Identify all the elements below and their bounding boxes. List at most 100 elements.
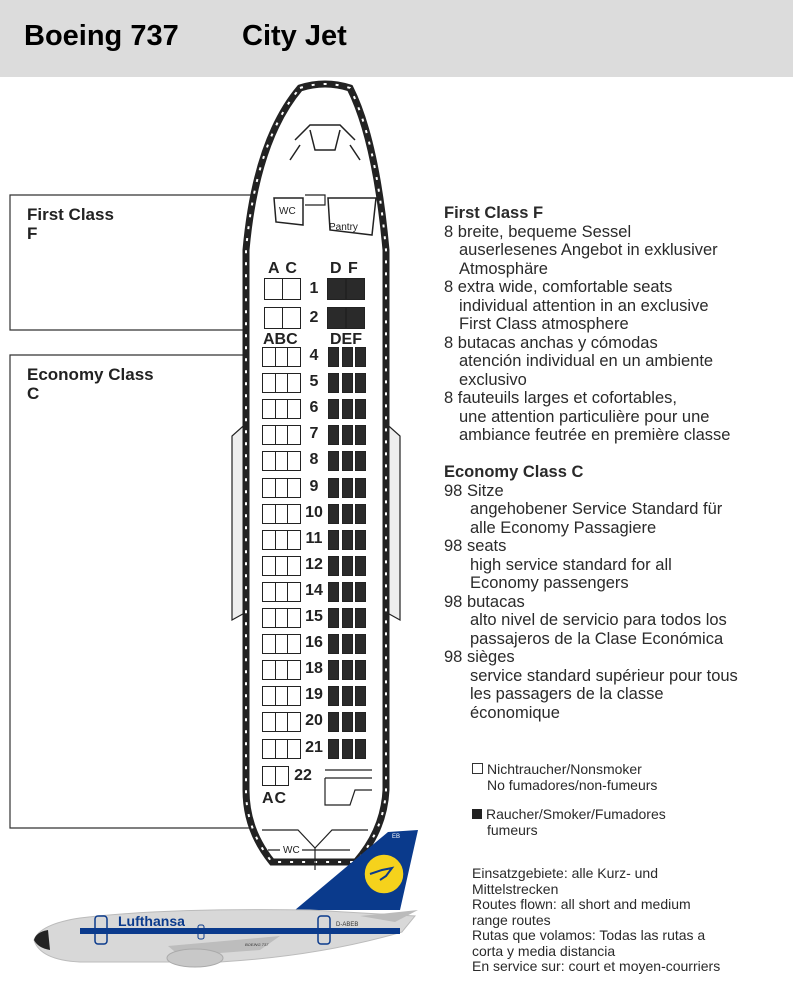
seat-6A[interactable]: [262, 399, 276, 420]
seat-11E[interactable]: [341, 529, 353, 550]
seat-4E[interactable]: [341, 347, 353, 367]
seat-6D[interactable]: [328, 399, 339, 420]
seat-6E[interactable]: [341, 399, 353, 420]
seat-18C[interactable]: [287, 660, 301, 681]
seat-22A[interactable]: [262, 766, 276, 786]
seat-18D[interactable]: [328, 660, 339, 681]
seat-20F[interactable]: [355, 712, 366, 733]
seat-10A[interactable]: [262, 503, 276, 524]
seat-12F[interactable]: [355, 555, 366, 576]
seat-16A[interactable]: [262, 634, 276, 655]
seat-1D[interactable]: [327, 278, 346, 300]
seat-11D[interactable]: [328, 529, 339, 550]
seat-12E[interactable]: [341, 555, 353, 576]
seat-5A[interactable]: [262, 373, 276, 394]
seat-4C[interactable]: [287, 347, 301, 367]
seat-6B[interactable]: [274, 399, 288, 420]
seat-15B[interactable]: [274, 608, 288, 628]
seat-10B[interactable]: [274, 503, 288, 524]
seat-16D[interactable]: [328, 634, 339, 655]
seat-10C[interactable]: [287, 503, 301, 524]
seat-7E[interactable]: [341, 425, 353, 446]
seat-12A[interactable]: [262, 555, 276, 576]
seat-8C[interactable]: [287, 451, 301, 472]
seat-16F[interactable]: [355, 634, 366, 655]
seat-4D[interactable]: [328, 347, 339, 367]
seat-5C[interactable]: [287, 373, 301, 394]
seat-19E[interactable]: [341, 686, 353, 707]
seat-2A[interactable]: [264, 307, 283, 329]
seat-7C[interactable]: [287, 425, 301, 446]
seat-7A[interactable]: [262, 425, 276, 446]
seat-11A[interactable]: [262, 529, 276, 550]
seat-8E[interactable]: [341, 451, 353, 472]
seat-10F[interactable]: [355, 503, 366, 524]
seat-19A[interactable]: [262, 686, 276, 707]
seat-4B[interactable]: [274, 347, 288, 367]
seat-6C[interactable]: [287, 399, 301, 420]
seat-22C[interactable]: [275, 766, 289, 786]
seat-8D[interactable]: [328, 451, 339, 472]
seat-1C[interactable]: [282, 278, 301, 300]
seat-1F[interactable]: [346, 278, 365, 300]
seat-21B[interactable]: [274, 738, 288, 759]
seat-20D[interactable]: [328, 712, 339, 733]
seat-10E[interactable]: [341, 503, 353, 524]
seat-19C[interactable]: [287, 686, 301, 707]
seat-14C[interactable]: [287, 581, 301, 602]
seat-5B[interactable]: [274, 373, 288, 394]
seat-20E[interactable]: [341, 712, 353, 733]
seat-18A[interactable]: [262, 660, 276, 681]
seat-19F[interactable]: [355, 686, 366, 707]
seat-7B[interactable]: [274, 425, 288, 446]
seat-15F[interactable]: [355, 608, 366, 628]
seat-12B[interactable]: [274, 555, 288, 576]
seat-1A[interactable]: [264, 278, 283, 300]
seat-16B[interactable]: [274, 634, 288, 655]
seat-21F[interactable]: [355, 738, 366, 759]
seat-16E[interactable]: [341, 634, 353, 655]
seat-20A[interactable]: [262, 712, 276, 733]
seat-15C[interactable]: [287, 608, 301, 628]
seat-19D[interactable]: [328, 686, 339, 707]
seat-9C[interactable]: [287, 477, 301, 498]
seat-9D[interactable]: [328, 477, 339, 498]
seat-18F[interactable]: [355, 660, 366, 681]
seat-2C[interactable]: [282, 307, 301, 329]
seat-9F[interactable]: [355, 477, 366, 498]
seat-4F[interactable]: [355, 347, 366, 367]
seat-7F[interactable]: [355, 425, 366, 446]
seat-18B[interactable]: [274, 660, 288, 681]
seat-20C[interactable]: [287, 712, 301, 733]
seat-21C[interactable]: [287, 738, 301, 759]
seat-20B[interactable]: [274, 712, 288, 733]
seat-5D[interactable]: [328, 373, 339, 394]
seat-18E[interactable]: [341, 660, 353, 681]
seat-8A[interactable]: [262, 451, 276, 472]
seat-6F[interactable]: [355, 399, 366, 420]
seat-15E[interactable]: [341, 608, 353, 628]
seat-8F[interactable]: [355, 451, 366, 472]
seat-9B[interactable]: [274, 477, 288, 498]
seat-12D[interactable]: [328, 555, 339, 576]
seat-8B[interactable]: [274, 451, 288, 472]
seat-14D[interactable]: [328, 581, 339, 602]
seat-10D[interactable]: [328, 503, 339, 524]
seat-14F[interactable]: [355, 581, 366, 602]
seat-14B[interactable]: [274, 581, 288, 602]
seat-15D[interactable]: [328, 608, 339, 628]
seat-2D[interactable]: [327, 307, 346, 329]
seat-4A[interactable]: [262, 347, 276, 367]
seat-12C[interactable]: [287, 555, 301, 576]
seat-11C[interactable]: [287, 529, 301, 550]
seat-16C[interactable]: [287, 634, 301, 655]
seat-14E[interactable]: [341, 581, 353, 602]
seat-5E[interactable]: [341, 373, 353, 394]
seat-11F[interactable]: [355, 529, 366, 550]
seat-2F[interactable]: [346, 307, 365, 329]
seat-21E[interactable]: [341, 738, 353, 759]
seat-19B[interactable]: [274, 686, 288, 707]
seat-9E[interactable]: [341, 477, 353, 498]
seat-9A[interactable]: [262, 477, 276, 498]
seat-7D[interactable]: [328, 425, 339, 446]
